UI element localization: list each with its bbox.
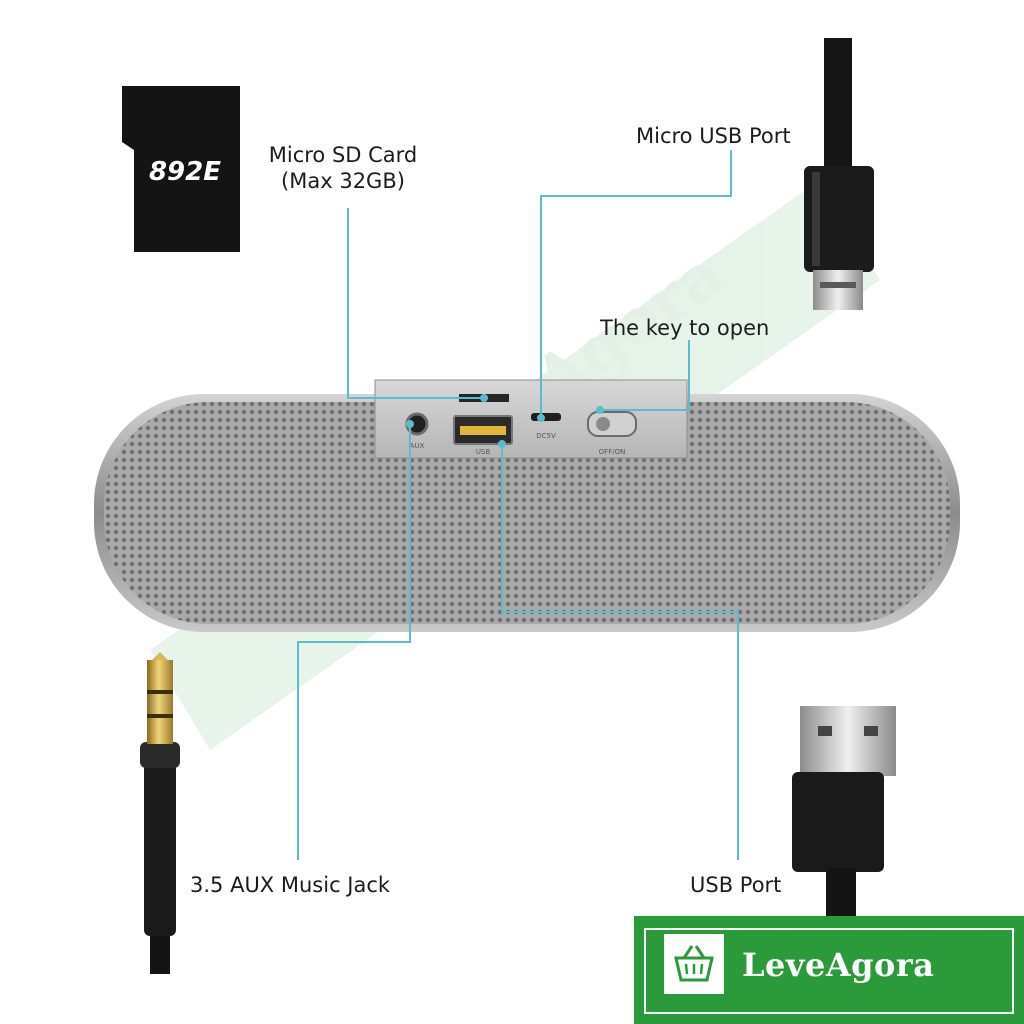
label-micro-sd-line1: Micro SD Card bbox=[268, 143, 418, 167]
label-micro-sd: Micro SD Card (Max 32GB) bbox=[258, 142, 428, 194]
micro-usb-port bbox=[531, 413, 561, 421]
basket-icon bbox=[664, 934, 724, 994]
micro-usb-port-label: DC5V bbox=[536, 432, 556, 440]
speaker: AUX USB DC5V OFF/ON bbox=[94, 379, 960, 632]
callout-key bbox=[600, 340, 690, 411]
label-micro-usb: Micro USB Port bbox=[636, 124, 791, 148]
power-switch-label: OFF/ON bbox=[599, 448, 626, 456]
micro-usb-cable bbox=[804, 38, 874, 310]
usb-port-label: USB bbox=[476, 448, 491, 456]
callout-dots bbox=[406, 394, 604, 448]
power-switch bbox=[587, 411, 637, 437]
callout-micro-usb bbox=[540, 150, 732, 418]
brand-frame bbox=[644, 928, 1014, 1014]
aux-port-label: AUX bbox=[410, 442, 425, 450]
callout-usb bbox=[501, 444, 739, 860]
aux-cable bbox=[140, 652, 180, 974]
usb-cable bbox=[792, 706, 896, 918]
sd-card-text: 892E bbox=[149, 157, 221, 187]
label-aux-jack: 3.5 AUX Music Jack bbox=[190, 873, 391, 897]
callout-lines bbox=[297, 150, 739, 860]
callout-micro-sd bbox=[347, 208, 484, 399]
callout-aux bbox=[297, 424, 411, 860]
label-key-to-open: The key to open bbox=[600, 316, 770, 340]
micro-sd-card: 892E bbox=[122, 86, 240, 252]
label-micro-sd-line2: (Max 32GB) bbox=[281, 169, 405, 193]
brand-banner: LeveAgora bbox=[634, 916, 1024, 1024]
brand-name: LeveAgora bbox=[742, 946, 935, 984]
label-usb-port: USB Port bbox=[690, 873, 782, 897]
